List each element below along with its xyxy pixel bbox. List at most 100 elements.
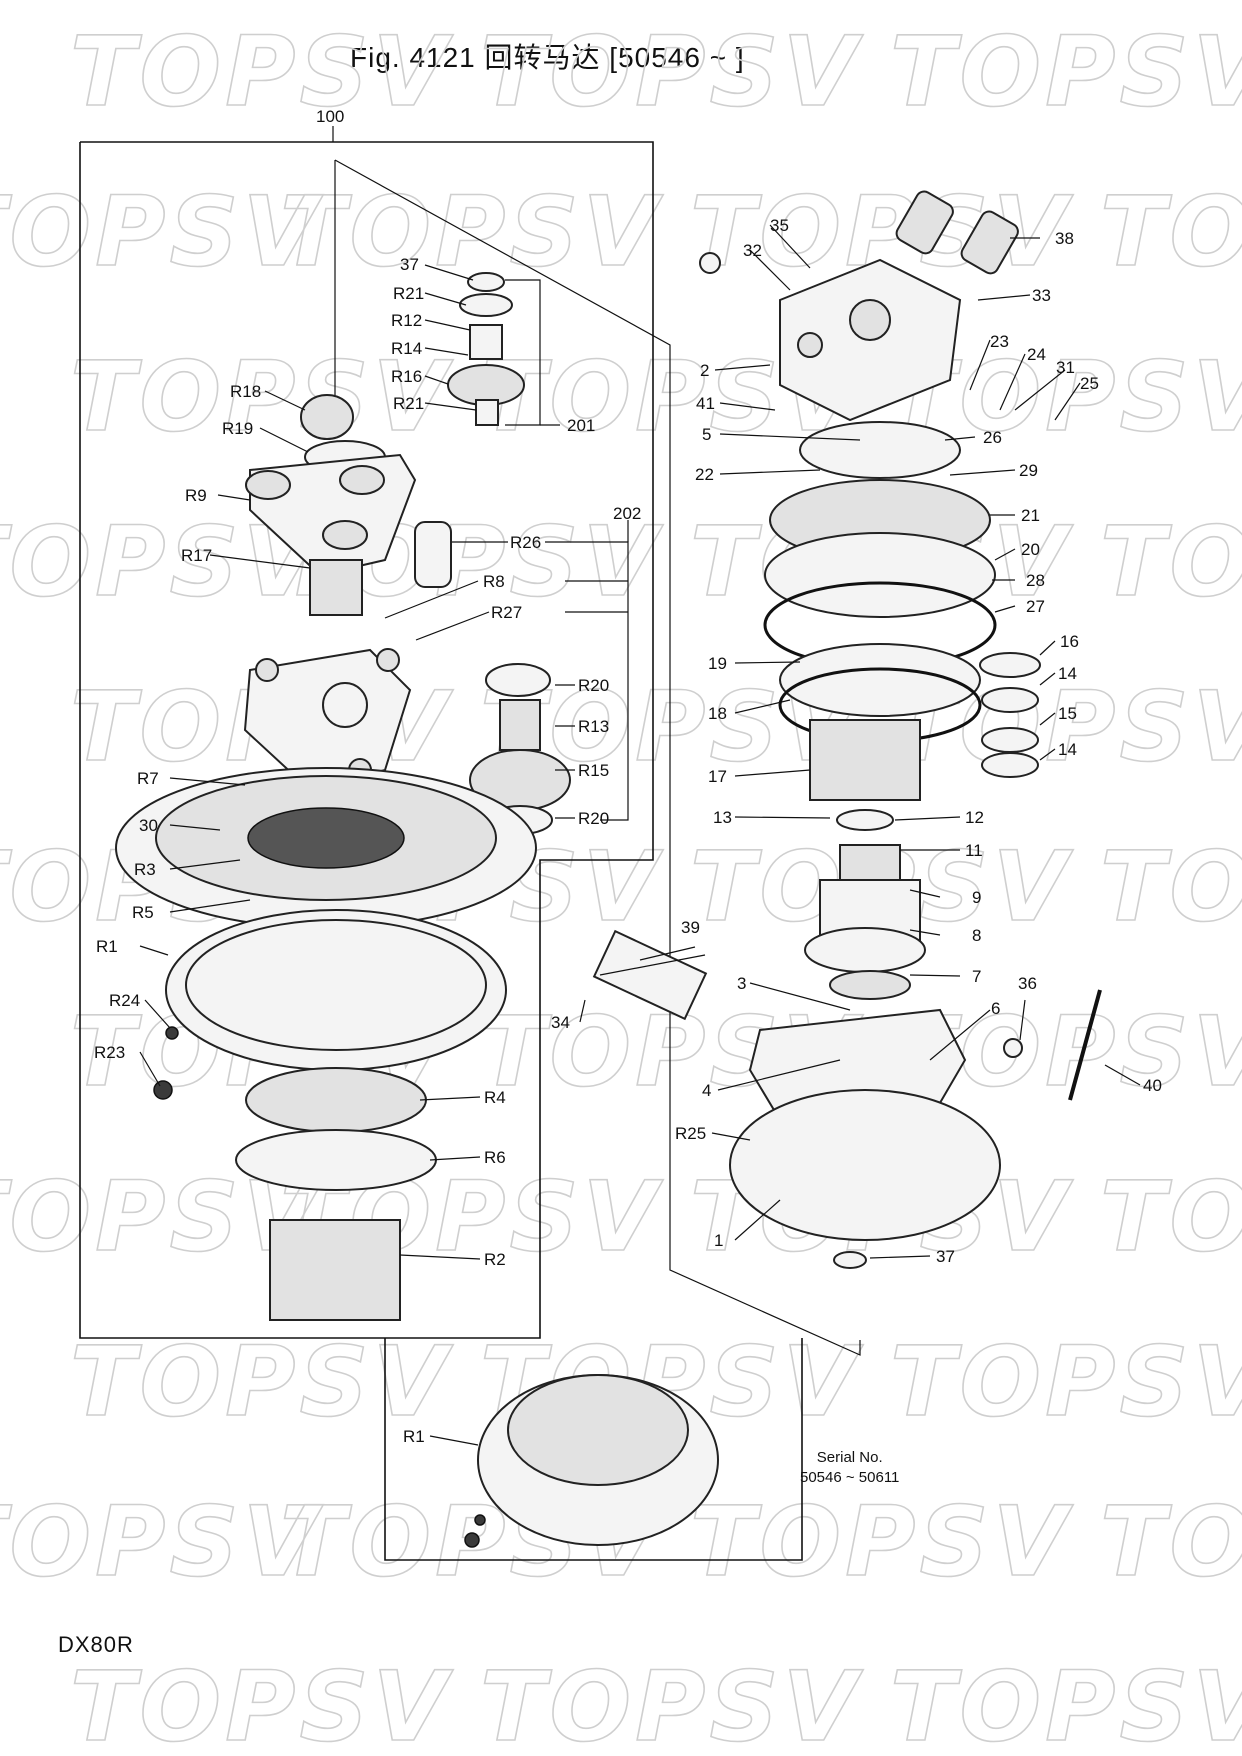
part-label: R1 (403, 1427, 425, 1446)
part-label: 11 (965, 841, 983, 860)
part-label: R4 (484, 1088, 506, 1107)
part-label: 17 (708, 767, 727, 786)
part-label: 12 (965, 808, 984, 827)
part-label: 41 (696, 394, 715, 413)
part-label: 6 (991, 999, 1000, 1018)
part-label: R26 (510, 533, 541, 552)
part-label: 32 (743, 241, 762, 260)
part-label: 9 (972, 888, 981, 907)
group-label-201: 201 (567, 416, 595, 435)
part-label: R19 (222, 419, 253, 438)
watermark-text: TOPSV (690, 1486, 1074, 1598)
part-label: 37 (936, 1247, 955, 1266)
part-label: 20 (1021, 540, 1040, 559)
watermark-text: TOPSV (0, 176, 324, 288)
watermark-text: TOPSV (70, 16, 454, 128)
assembly-100-frame (79, 126, 861, 1561)
part-label: 24 (1027, 345, 1046, 364)
watermark-text: TOPSV (890, 1651, 1242, 1756)
part-label: 28 (1026, 571, 1045, 590)
part-label: 14 (1058, 740, 1077, 759)
part-label: 8 (972, 926, 981, 945)
watermark-text: TOPSV (280, 176, 664, 288)
watermark-text: TOPSV (0, 1486, 324, 1598)
watermark-text: TOPSV (1100, 831, 1242, 943)
part-label: R21 (393, 284, 424, 303)
part-label: 23 (990, 332, 1009, 351)
part-label: 7 (972, 967, 981, 986)
serial-variant-inset (464, 1374, 719, 1548)
part-label: 33 (1032, 286, 1051, 305)
part-labels: 100 201 202 37 R21 R12 R14 R16 R21 R18 R… (94, 107, 1162, 1446)
part-label: 30 (139, 816, 158, 835)
part-label: 5 (702, 425, 711, 444)
watermark-text: TOPSV (70, 1326, 454, 1438)
part-label: R16 (391, 367, 422, 386)
part-label: R20 (578, 676, 609, 695)
part-label: 19 (708, 654, 727, 673)
part-label: 3 (737, 974, 746, 993)
part-label: 40 (1143, 1076, 1162, 1095)
part-label: 38 (1055, 229, 1074, 248)
part-label: 22 (695, 465, 714, 484)
part-label: R20 (578, 809, 609, 828)
part-label: R5 (132, 903, 154, 922)
watermark-text: TOPSV (1100, 1161, 1242, 1273)
part-label: R27 (491, 603, 522, 622)
part-label: 29 (1019, 461, 1038, 480)
part-label: 26 (983, 428, 1002, 447)
part-label: 16 (1060, 632, 1079, 651)
part-label: R14 (391, 339, 422, 358)
figure-title: Fig. 4121 回转马达 [50546 ~ ] (350, 42, 745, 73)
part-label: R21 (393, 394, 424, 413)
part-label: 2 (700, 361, 709, 380)
watermark-text: TOPSV (70, 1651, 454, 1756)
watermark-layer: TOPSV TOPSV TOPSV TOPSV TOPSV TOPSV TOPS… (0, 15, 1242, 1756)
group-label-100: 100 (316, 107, 344, 126)
part-label: 13 (713, 808, 732, 827)
part-label: R13 (578, 717, 609, 736)
part-label: 27 (1026, 597, 1045, 616)
part-label: 1 (714, 1231, 723, 1250)
part-label: 31 (1056, 358, 1075, 377)
watermark-text: TOPSV (1100, 1486, 1242, 1598)
serial-number-note: Serial No. 50546 ~ 50611 (800, 1448, 899, 1488)
leader-lines (139, 224, 1141, 1446)
part-label: 39 (681, 918, 700, 937)
part-label: 25 (1080, 374, 1099, 393)
part-label: R1 (96, 937, 118, 956)
group-label-202: 202 (613, 504, 641, 523)
part-label: 35 (770, 216, 789, 235)
part-label: 4 (702, 1081, 711, 1100)
part-label: R9 (185, 486, 207, 505)
reduction-gear-parts (115, 272, 571, 1321)
part-label: R6 (484, 1148, 506, 1167)
part-label: R12 (391, 311, 422, 330)
part-label: 37 (400, 255, 419, 274)
part-label: R25 (675, 1124, 706, 1143)
part-label: R7 (137, 769, 159, 788)
part-label: R15 (578, 761, 609, 780)
watermark-text: TOPSV (890, 1326, 1242, 1438)
part-label: R23 (94, 1043, 125, 1062)
watermark-text: TOPSV (1100, 506, 1242, 618)
part-label: R2 (484, 1250, 506, 1269)
part-label: 18 (708, 704, 727, 723)
model-footer: DX80R (58, 1632, 134, 1657)
watermark-text: TOPSV (1100, 176, 1242, 288)
part-label: 21 (1021, 506, 1040, 525)
part-label: 34 (551, 1013, 570, 1032)
part-label: R24 (109, 991, 140, 1010)
watermark-text: TOPSV (890, 16, 1242, 128)
part-label: R3 (134, 860, 156, 879)
part-label: 36 (1018, 974, 1037, 993)
part-label: R18 (230, 382, 261, 401)
watermark-text: TOPSV (70, 341, 454, 453)
watermark-text: TOPSV (480, 1651, 864, 1756)
serial-label: Serial No. (816, 1449, 883, 1466)
part-label: 15 (1058, 704, 1077, 723)
watermark-text: TOPSV (480, 16, 864, 128)
part-label: 14 (1058, 664, 1077, 683)
part-label: R17 (181, 546, 212, 565)
